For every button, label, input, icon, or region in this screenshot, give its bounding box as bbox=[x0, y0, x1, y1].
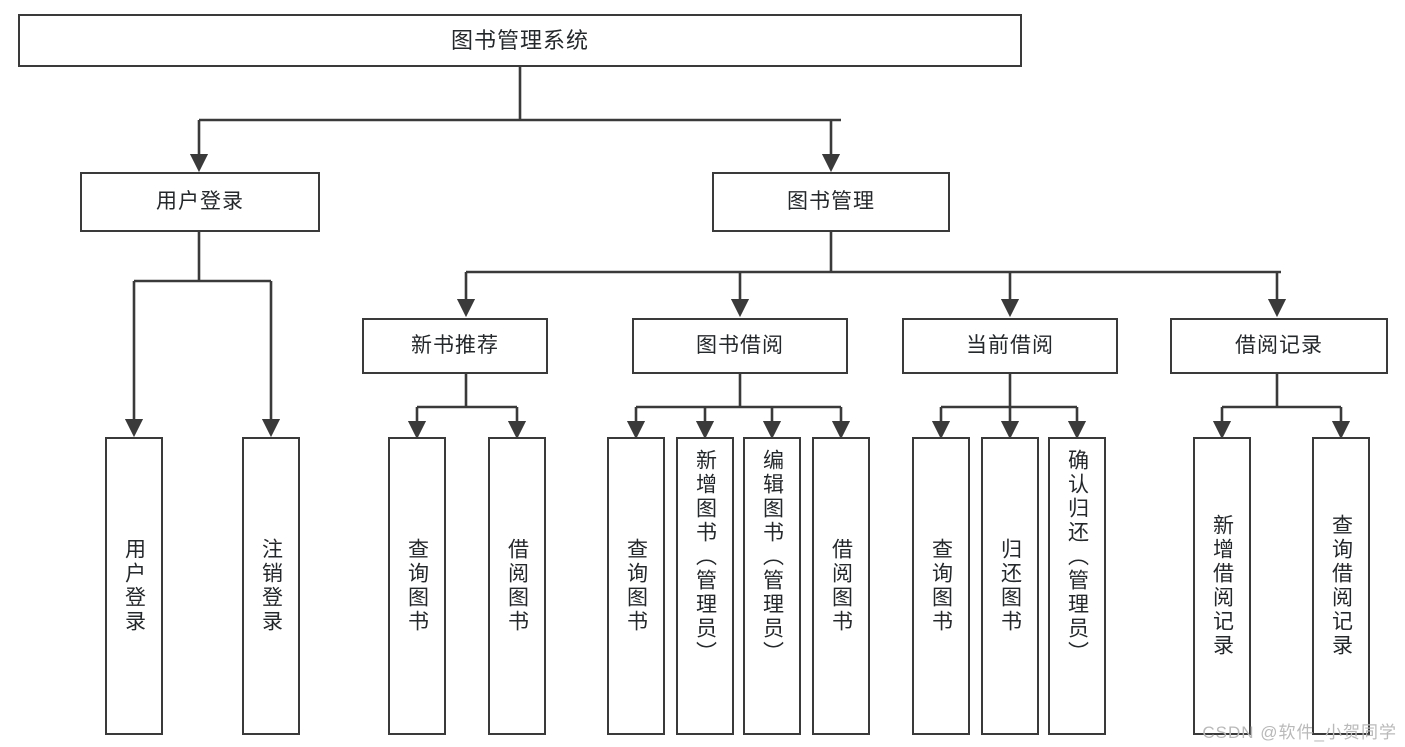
node-borrow-record-label: 借阅记录 bbox=[1235, 333, 1323, 357]
node-user-login[interactable]: 用户登录 bbox=[80, 172, 320, 232]
leaf-user-login-login[interactable]: 用户登录 bbox=[105, 437, 163, 735]
leaf-current-confirm-return-admin[interactable]: 确认归还（管理员） bbox=[1048, 437, 1106, 735]
node-book-management[interactable]: 图书管理 bbox=[712, 172, 950, 232]
leaf-borrow-edit-book-admin[interactable]: 编辑图书（管理员） bbox=[743, 437, 801, 735]
leaf-current-return-book[interactable]: 归还图书 bbox=[981, 437, 1039, 735]
node-user-login-label: 用户登录 bbox=[156, 189, 244, 213]
node-book-borrow[interactable]: 图书借阅 bbox=[632, 318, 848, 374]
leaf-recommend-query-book[interactable]: 查询图书 bbox=[388, 437, 446, 735]
node-book-management-label: 图书管理 bbox=[787, 189, 875, 213]
node-new-book-recommend-label: 新书推荐 bbox=[411, 333, 499, 357]
node-root[interactable]: 图书管理系统 bbox=[18, 14, 1022, 67]
leaf-label: 归还图书 bbox=[998, 538, 1022, 634]
leaf-label: 用户登录 bbox=[122, 538, 146, 634]
leaf-record-add-record[interactable]: 新增借阅记录 bbox=[1193, 437, 1251, 735]
leaf-recommend-borrow-book[interactable]: 借阅图书 bbox=[488, 437, 546, 735]
leaf-borrow-borrow-book[interactable]: 借阅图书 bbox=[812, 437, 870, 735]
node-borrow-record[interactable]: 借阅记录 bbox=[1170, 318, 1388, 374]
node-current-borrow[interactable]: 当前借阅 bbox=[902, 318, 1118, 374]
leaf-record-query-record[interactable]: 查询借阅记录 bbox=[1312, 437, 1370, 735]
leaf-label: 确认归还（管理员） bbox=[1065, 449, 1089, 665]
node-new-book-recommend[interactable]: 新书推荐 bbox=[362, 318, 548, 374]
leaf-label: 查询借阅记录 bbox=[1329, 514, 1353, 658]
leaf-label: 注销登录 bbox=[259, 538, 283, 634]
leaf-user-login-logout[interactable]: 注销登录 bbox=[242, 437, 300, 735]
leaf-current-query-book[interactable]: 查询图书 bbox=[912, 437, 970, 735]
leaf-label: 借阅图书 bbox=[829, 538, 853, 634]
node-current-borrow-label: 当前借阅 bbox=[966, 333, 1054, 357]
node-root-label: 图书管理系统 bbox=[450, 27, 589, 53]
leaf-label: 查询图书 bbox=[405, 538, 429, 634]
leaf-borrow-add-book-admin[interactable]: 新增图书（管理员） bbox=[676, 437, 734, 735]
leaf-label: 编辑图书（管理员） bbox=[760, 449, 784, 665]
leaf-label: 查询图书 bbox=[929, 538, 953, 634]
leaf-label: 查询图书 bbox=[624, 538, 648, 634]
leaf-label: 新增借阅记录 bbox=[1210, 514, 1234, 658]
watermark: CSDN @软件_小贺同学 bbox=[1202, 723, 1397, 742]
leaf-label: 新增图书（管理员） bbox=[693, 449, 717, 665]
leaf-borrow-query-book[interactable]: 查询图书 bbox=[607, 437, 665, 735]
node-book-borrow-label: 图书借阅 bbox=[696, 333, 784, 357]
leaf-label: 借阅图书 bbox=[505, 538, 529, 634]
